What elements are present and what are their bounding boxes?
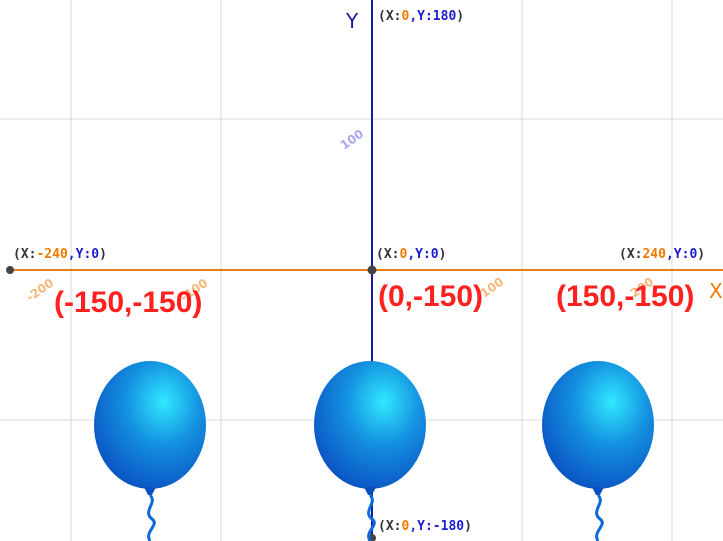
x-axis-left-end-dot: [6, 266, 14, 274]
coord-label-top: (X:0,Y:180): [378, 9, 464, 24]
y-tick-label: 100: [338, 127, 367, 153]
balloon-knot: [144, 487, 156, 495]
balloon-knot: [364, 487, 376, 495]
balloon-label-left: (-150,-150): [54, 286, 202, 319]
balloon-position-labels: (-150,-150) (0,-150) (150,-150): [54, 280, 694, 319]
origin-dot: [367, 265, 377, 275]
balloon-icon: [94, 361, 206, 489]
y-axis-label: Y: [345, 9, 359, 33]
x-tick-label: -200: [24, 276, 57, 305]
balloon-knot: [592, 487, 604, 495]
balloon-icon: [542, 361, 654, 489]
tick-labels: -200 -100 100 200 100: [24, 127, 657, 305]
coord-label-bottom: (X:0,Y:-180): [378, 519, 472, 534]
balloon-sprite[interactable]: [314, 361, 426, 541]
balloon-icon: [314, 361, 426, 489]
balloon-string: [147, 493, 156, 541]
balloon-label-center: (0,-150): [378, 280, 483, 313]
coord-label-origin: (X:0,Y:0): [376, 247, 446, 262]
coord-label-left: (X:-240,Y:0): [13, 247, 107, 262]
coord-label-right: (X:240,Y:0): [619, 247, 705, 262]
balloon-string: [367, 493, 376, 541]
balloon-label-right: (150,-150): [556, 280, 694, 313]
balloon-sprite[interactable]: [542, 361, 654, 541]
coordinate-labels: (X:0,Y:180) (X:-240,Y:0) (X:0,Y:0) (X:24…: [13, 9, 705, 534]
balloon-string: [595, 493, 604, 541]
x-axis-label: X: [709, 279, 723, 303]
balloon-sprite[interactable]: [94, 361, 206, 541]
